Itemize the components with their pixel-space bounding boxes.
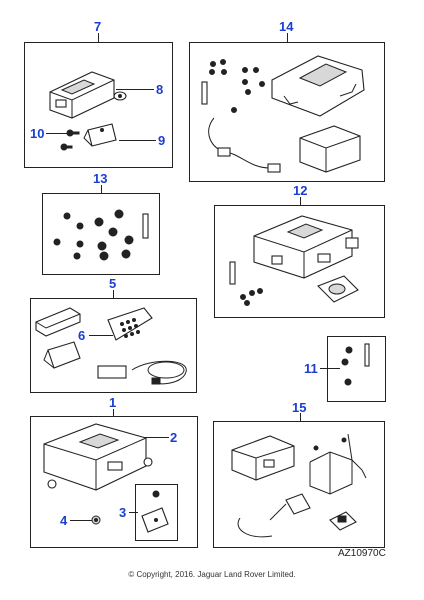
leader-7: [98, 33, 99, 42]
bracket-15: [309, 433, 367, 495]
control-module-15: [231, 435, 295, 481]
leader-13: [101, 185, 102, 193]
cradle-12: [317, 275, 359, 303]
callout-5: 5: [109, 276, 117, 291]
callout-9: 9: [158, 133, 166, 148]
callout-13: 13: [93, 171, 108, 186]
group-box-15: [213, 421, 385, 548]
reference-code: AZ10970C: [338, 548, 386, 559]
bracket-9: [83, 123, 117, 147]
fixings-12: [229, 237, 359, 306]
copyright-notice: © Copyright, 2016. Jaguar Land Rover Lim…: [128, 570, 296, 579]
bracket-5: [43, 341, 81, 369]
leader-9: [119, 140, 156, 141]
leader-3: [129, 512, 138, 513]
callout-15: 15: [292, 400, 307, 415]
callout-10: 10: [30, 126, 45, 141]
leader-5: [113, 290, 114, 298]
leader-15: [300, 413, 301, 421]
screws-14: [201, 59, 265, 113]
screw-set-13: [53, 209, 149, 261]
nut-4: [91, 515, 101, 525]
handset-6: [107, 307, 153, 341]
group-box-13: [42, 193, 160, 275]
leader-6: [89, 335, 113, 336]
cradle-5: [35, 307, 81, 337]
cable-5: [97, 360, 187, 385]
callout-6: 6: [78, 328, 86, 343]
bracket-3: [141, 490, 169, 533]
harness-14: [208, 117, 281, 173]
mounting-tray-14: [271, 55, 365, 117]
leader-4: [70, 520, 92, 521]
callout-7: 7: [94, 19, 102, 34]
module-14: [299, 125, 361, 173]
fixings-11: [341, 343, 370, 386]
control-module-12: [253, 215, 353, 279]
leader-1: [113, 409, 114, 416]
callout-14: 14: [279, 19, 294, 34]
leader-10: [46, 133, 68, 134]
antenna-cable-15: [237, 493, 311, 538]
screws-10: [60, 129, 80, 151]
leader-11: [320, 368, 340, 369]
leader-14: [287, 33, 288, 42]
control-module-8: [49, 71, 127, 119]
callout-1: 1: [109, 395, 117, 410]
callout-3: 3: [119, 505, 127, 520]
control-module-2: [43, 423, 153, 491]
group-box-11: [327, 336, 386, 402]
callout-8: 8: [156, 82, 164, 97]
leader-8: [116, 89, 154, 90]
callout-4: 4: [60, 513, 68, 528]
callout-11: 11: [304, 361, 318, 376]
callout-2: 2: [170, 430, 178, 445]
leader-12: [300, 197, 301, 205]
leader-2: [145, 437, 169, 438]
sensor-15: [329, 511, 357, 531]
callout-12: 12: [293, 183, 308, 198]
